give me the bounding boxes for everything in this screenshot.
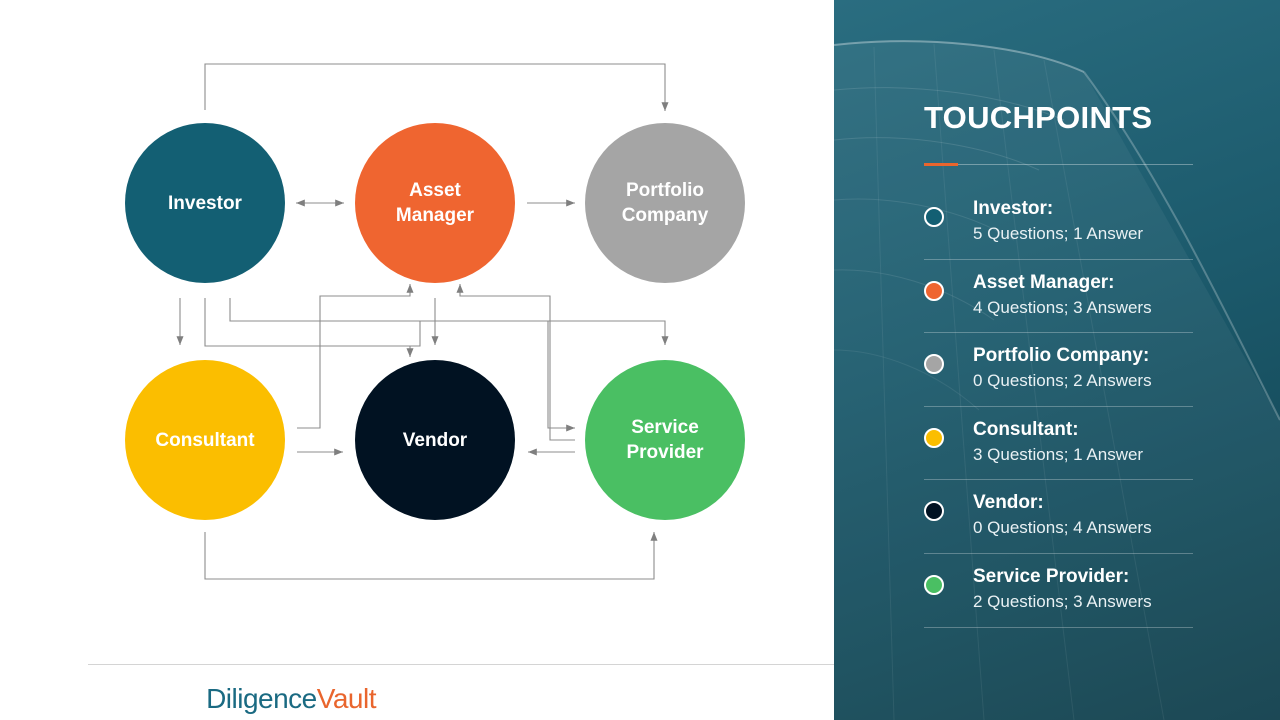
logo-text-part2: Vault: [317, 683, 376, 714]
touchpoint-item-investor: Investor: 5 Questions; 1 Answer: [924, 186, 1193, 260]
node-label: Vendor: [403, 428, 467, 453]
circle-icon: [924, 354, 944, 374]
touchpoint-name: Investor:: [973, 198, 1053, 220]
connector-investor-to-vendor: [205, 298, 410, 357]
touchpoint-item-portfolio-company: Portfolio Company: 0 Questions; 2 Answer…: [924, 333, 1193, 407]
touchpoints-list: Investor: 5 Questions; 1 Answer Asset Ma…: [924, 186, 1193, 628]
logo-text-part1: Diligence: [206, 683, 317, 714]
touchpoint-item-service-provider: Service Provider: 2 Questions; 3 Answers: [924, 554, 1193, 628]
touchpoint-detail: 2 Questions; 3 Answers: [973, 592, 1152, 612]
circle-icon: [924, 575, 944, 595]
circle-icon: [924, 501, 944, 521]
touchpoint-detail: 0 Questions; 2 Answers: [973, 371, 1152, 391]
node-service-provider: Service Provider: [585, 360, 745, 520]
touchpoint-name: Vendor:: [973, 492, 1044, 514]
connector-consultant-to-service-provider: [205, 532, 654, 579]
circle-icon: [924, 207, 944, 227]
node-vendor: Vendor: [355, 360, 515, 520]
touchpoint-diagram: Investor Asset Manager Portfolio Company…: [0, 0, 834, 720]
touchpoint-detail: 0 Questions; 4 Answers: [973, 518, 1152, 538]
node-investor: Investor: [125, 123, 285, 283]
node-asset-manager: Asset Manager: [355, 123, 515, 283]
touchpoints-title: TOUCHPOINTS: [924, 100, 1152, 136]
touchpoint-item-consultant: Consultant: 3 Questions; 1 Answer: [924, 407, 1193, 481]
node-label: Consultant: [155, 428, 254, 453]
node-label: Service Provider: [626, 415, 703, 465]
touchpoint-detail: 5 Questions; 1 Answer: [973, 224, 1143, 244]
diligencevault-logo: DiligenceVault: [206, 683, 376, 715]
title-accent-bar: [924, 163, 958, 166]
touchpoint-item-asset-manager: Asset Manager: 4 Questions; 3 Answers: [924, 260, 1193, 334]
touchpoints-panel: TOUCHPOINTS Investor: 5 Questions; 1 Ans…: [834, 0, 1280, 720]
connector-investor-to-portfolio-company: [205, 64, 665, 111]
circle-icon: [924, 281, 944, 301]
touchpoint-name: Portfolio Company:: [973, 345, 1149, 367]
touchpoint-item-vendor: Vendor: 0 Questions; 4 Answers: [924, 480, 1193, 554]
touchpoint-name: Service Provider:: [973, 566, 1129, 588]
touchpoint-detail: 3 Questions; 1 Answer: [973, 445, 1143, 465]
node-label: Asset Manager: [396, 178, 474, 228]
node-label: Portfolio Company: [622, 178, 709, 228]
circle-icon: [924, 428, 944, 448]
node-consultant: Consultant: [125, 360, 285, 520]
connector-lines: [0, 0, 834, 720]
node-portfolio-company: Portfolio Company: [585, 123, 745, 283]
touchpoint-detail: 4 Questions; 3 Answers: [973, 298, 1152, 318]
footer-divider: [88, 664, 834, 665]
node-label: Investor: [168, 191, 242, 216]
title-divider: [924, 164, 1193, 165]
touchpoint-name: Consultant:: [973, 419, 1079, 441]
touchpoint-name: Asset Manager:: [973, 272, 1115, 294]
